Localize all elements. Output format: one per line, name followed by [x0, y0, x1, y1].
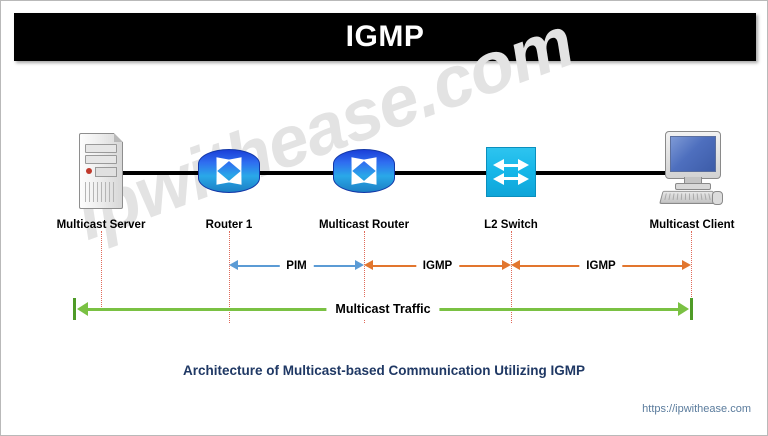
- device-label-router-1: Router 1: [205, 219, 253, 231]
- keyboard-icon: [659, 190, 717, 204]
- switch-arrow-icon: [493, 159, 504, 171]
- switch-arrow-bar-icon: [501, 177, 521, 180]
- igmp-arrowhead-right-icon: [682, 260, 691, 270]
- link-switch-client: [534, 171, 666, 175]
- monitor-base-icon: [675, 183, 711, 190]
- device-multicast-client[interactable]: Multicast Client: [650, 131, 734, 231]
- server-icon: [79, 133, 123, 209]
- router-arrow-icon: [362, 151, 384, 172]
- monitor-screen-icon: [670, 136, 716, 172]
- multicast-traffic-span: Multicast Traffic: [73, 298, 693, 320]
- protocol-label-pim: PIM: [279, 257, 314, 275]
- router-arrow-icon: [227, 170, 249, 191]
- igmp-arrowhead-left-icon: [511, 260, 520, 270]
- device-label-multicast-server: Multicast Server: [56, 219, 146, 231]
- switch-arrow-icon: [493, 173, 504, 185]
- switch-arrow-bar-icon: [501, 164, 521, 167]
- device-multicast-server[interactable]: Multicast Server: [57, 133, 145, 231]
- protocol-span-igmp-router-switch: IGMP: [364, 257, 511, 275]
- igmp-arrowhead-left-icon: [364, 260, 373, 270]
- link-server-router1: [101, 171, 209, 175]
- switch-icon: [486, 147, 536, 197]
- server-led-icon: [86, 168, 92, 174]
- router-arrow-icon: [209, 151, 231, 172]
- pim-arrowhead-left-icon: [229, 260, 238, 270]
- router-icon: [198, 149, 260, 193]
- guide-line-multicast-router: [364, 231, 365, 323]
- server-drive-icon: [95, 167, 117, 177]
- router-arrow-icon: [227, 151, 249, 172]
- traffic-endcap-left: [73, 298, 76, 320]
- monitor-stand-icon: [684, 177, 702, 183]
- traffic-label: Multicast Traffic: [326, 298, 440, 320]
- server-vents-icon: [85, 182, 116, 202]
- router-arrow-icon: [362, 170, 384, 191]
- guide-line-router1: [229, 231, 230, 323]
- traffic-arrowhead-right-icon: [678, 302, 689, 316]
- link-multicastrouter-switch: [384, 171, 488, 175]
- desktop-computer-icon: [659, 131, 723, 205]
- guide-line-client: [691, 231, 692, 311]
- guide-line-server: [101, 231, 102, 311]
- switch-arrow-icon: [518, 173, 529, 185]
- router-icon: [333, 149, 395, 193]
- protocol-label-igmp-router-switch: IGMP: [415, 257, 460, 275]
- monitor-icon: [665, 131, 721, 179]
- diagram-caption: Architecture of Multicast-based Communic…: [182, 363, 586, 378]
- device-label-multicast-client: Multicast Client: [649, 219, 735, 231]
- title-banner: IGMP: [14, 13, 756, 61]
- device-router-1[interactable]: Router 1: [189, 149, 269, 231]
- page-title: IGMP: [345, 20, 425, 53]
- protocol-span-pim: PIM: [229, 257, 364, 275]
- router-arrow-icon: [344, 151, 366, 172]
- link-router1-multicastrouter: [249, 171, 344, 175]
- traffic-arrowhead-left-icon: [77, 302, 88, 316]
- keyboard-keys-icon: [664, 193, 712, 200]
- protocol-label-igmp-switch-client: IGMP: [579, 257, 623, 275]
- igmp-arrowhead-right-icon: [502, 260, 511, 270]
- device-label-multicast-router: Multicast Router: [318, 219, 410, 231]
- device-multicast-router[interactable]: Multicast Router: [319, 149, 409, 231]
- server-bay-icon: [85, 144, 117, 153]
- traffic-endcap-right: [690, 298, 693, 320]
- guide-line-l2-switch: [511, 231, 512, 323]
- pim-arrowhead-right-icon: [355, 260, 364, 270]
- device-l2-switch[interactable]: L2 Switch: [471, 147, 551, 231]
- switch-arrow-icon: [518, 159, 529, 171]
- protocol-span-igmp-switch-client: IGMP: [511, 257, 691, 275]
- footer-url[interactable]: https://ipwithease.com: [642, 403, 751, 415]
- server-bay-icon: [85, 155, 117, 164]
- device-label-l2-switch: L2 Switch: [484, 219, 538, 231]
- mouse-icon: [712, 191, 723, 205]
